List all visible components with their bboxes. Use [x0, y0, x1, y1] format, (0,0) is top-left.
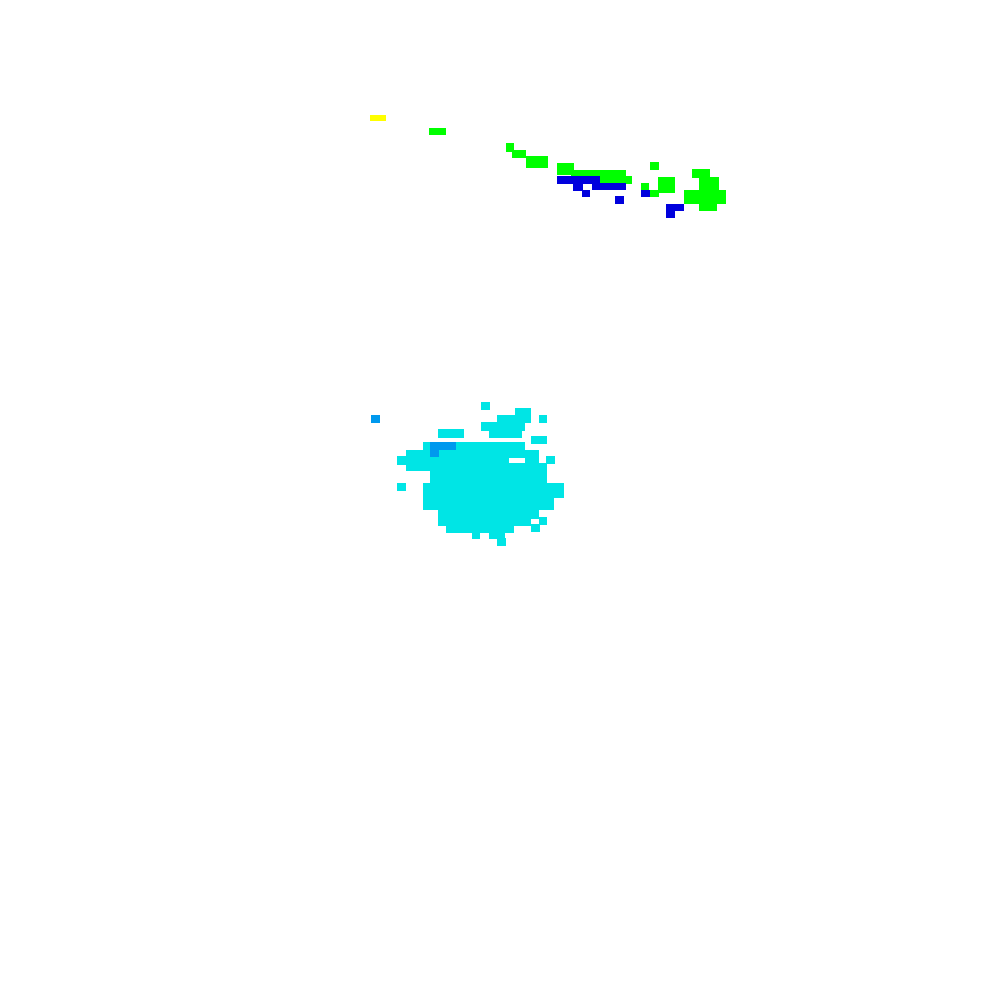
green-cell: [699, 203, 717, 211]
green-cell: [598, 176, 632, 184]
green-cell: [658, 177, 675, 193]
blue-cell: [582, 190, 590, 197]
green-cell: [557, 163, 574, 175]
cyan-cell: [406, 463, 547, 471]
green-cell: [692, 169, 710, 178]
blue-cell: [557, 176, 600, 184]
blue-cell: [573, 183, 583, 191]
yellow-dash: [370, 115, 386, 121]
cyan-cell: [489, 429, 522, 438]
green-cell: [684, 190, 726, 204]
blue-cell: [666, 210, 675, 218]
cyan-cell: [497, 538, 506, 546]
green-cell: [512, 150, 526, 158]
cyan-cell: [515, 408, 531, 416]
cyan-cell: [423, 496, 554, 510]
azure-cell: [371, 415, 380, 423]
cyan-cell: [531, 436, 547, 444]
cyan-cell: [497, 415, 531, 423]
cyan-cell: [539, 415, 547, 423]
blue-cell: [641, 190, 650, 197]
cyan-cell: [481, 402, 490, 410]
cyan-cell: [546, 456, 555, 464]
blue-cell: [615, 196, 624, 204]
green-dash: [429, 128, 446, 135]
green-cell: [650, 162, 659, 170]
cyan-cell: [472, 531, 480, 539]
cyan-cell: [438, 510, 539, 519]
cyan-cell: [481, 422, 525, 431]
cyan-cell: [423, 483, 564, 498]
green-cell: [571, 170, 626, 179]
green-cell: [699, 177, 719, 191]
cyan-cell: [423, 442, 525, 453]
cyan-cell: [438, 429, 464, 438]
azure-cell: [430, 449, 439, 457]
azure-cell: [430, 442, 456, 450]
cyan-cell: [539, 517, 547, 525]
cyan-cell: [397, 456, 509, 465]
cyan-cell: [525, 456, 539, 465]
cyan-cell: [489, 531, 505, 539]
green-cell: [526, 156, 548, 168]
blue-cell: [592, 183, 626, 190]
green-cell: [650, 190, 659, 197]
green-cell: [506, 143, 514, 152]
cyan-cell: [406, 450, 539, 458]
cyan-cell: [430, 469, 547, 483]
cyan-cell: [438, 517, 531, 526]
cyan-cell: [446, 524, 514, 533]
cyan-cell: [397, 483, 406, 491]
blue-cell: [666, 204, 684, 211]
green-cell: [641, 183, 649, 191]
cyan-cell: [531, 524, 540, 532]
